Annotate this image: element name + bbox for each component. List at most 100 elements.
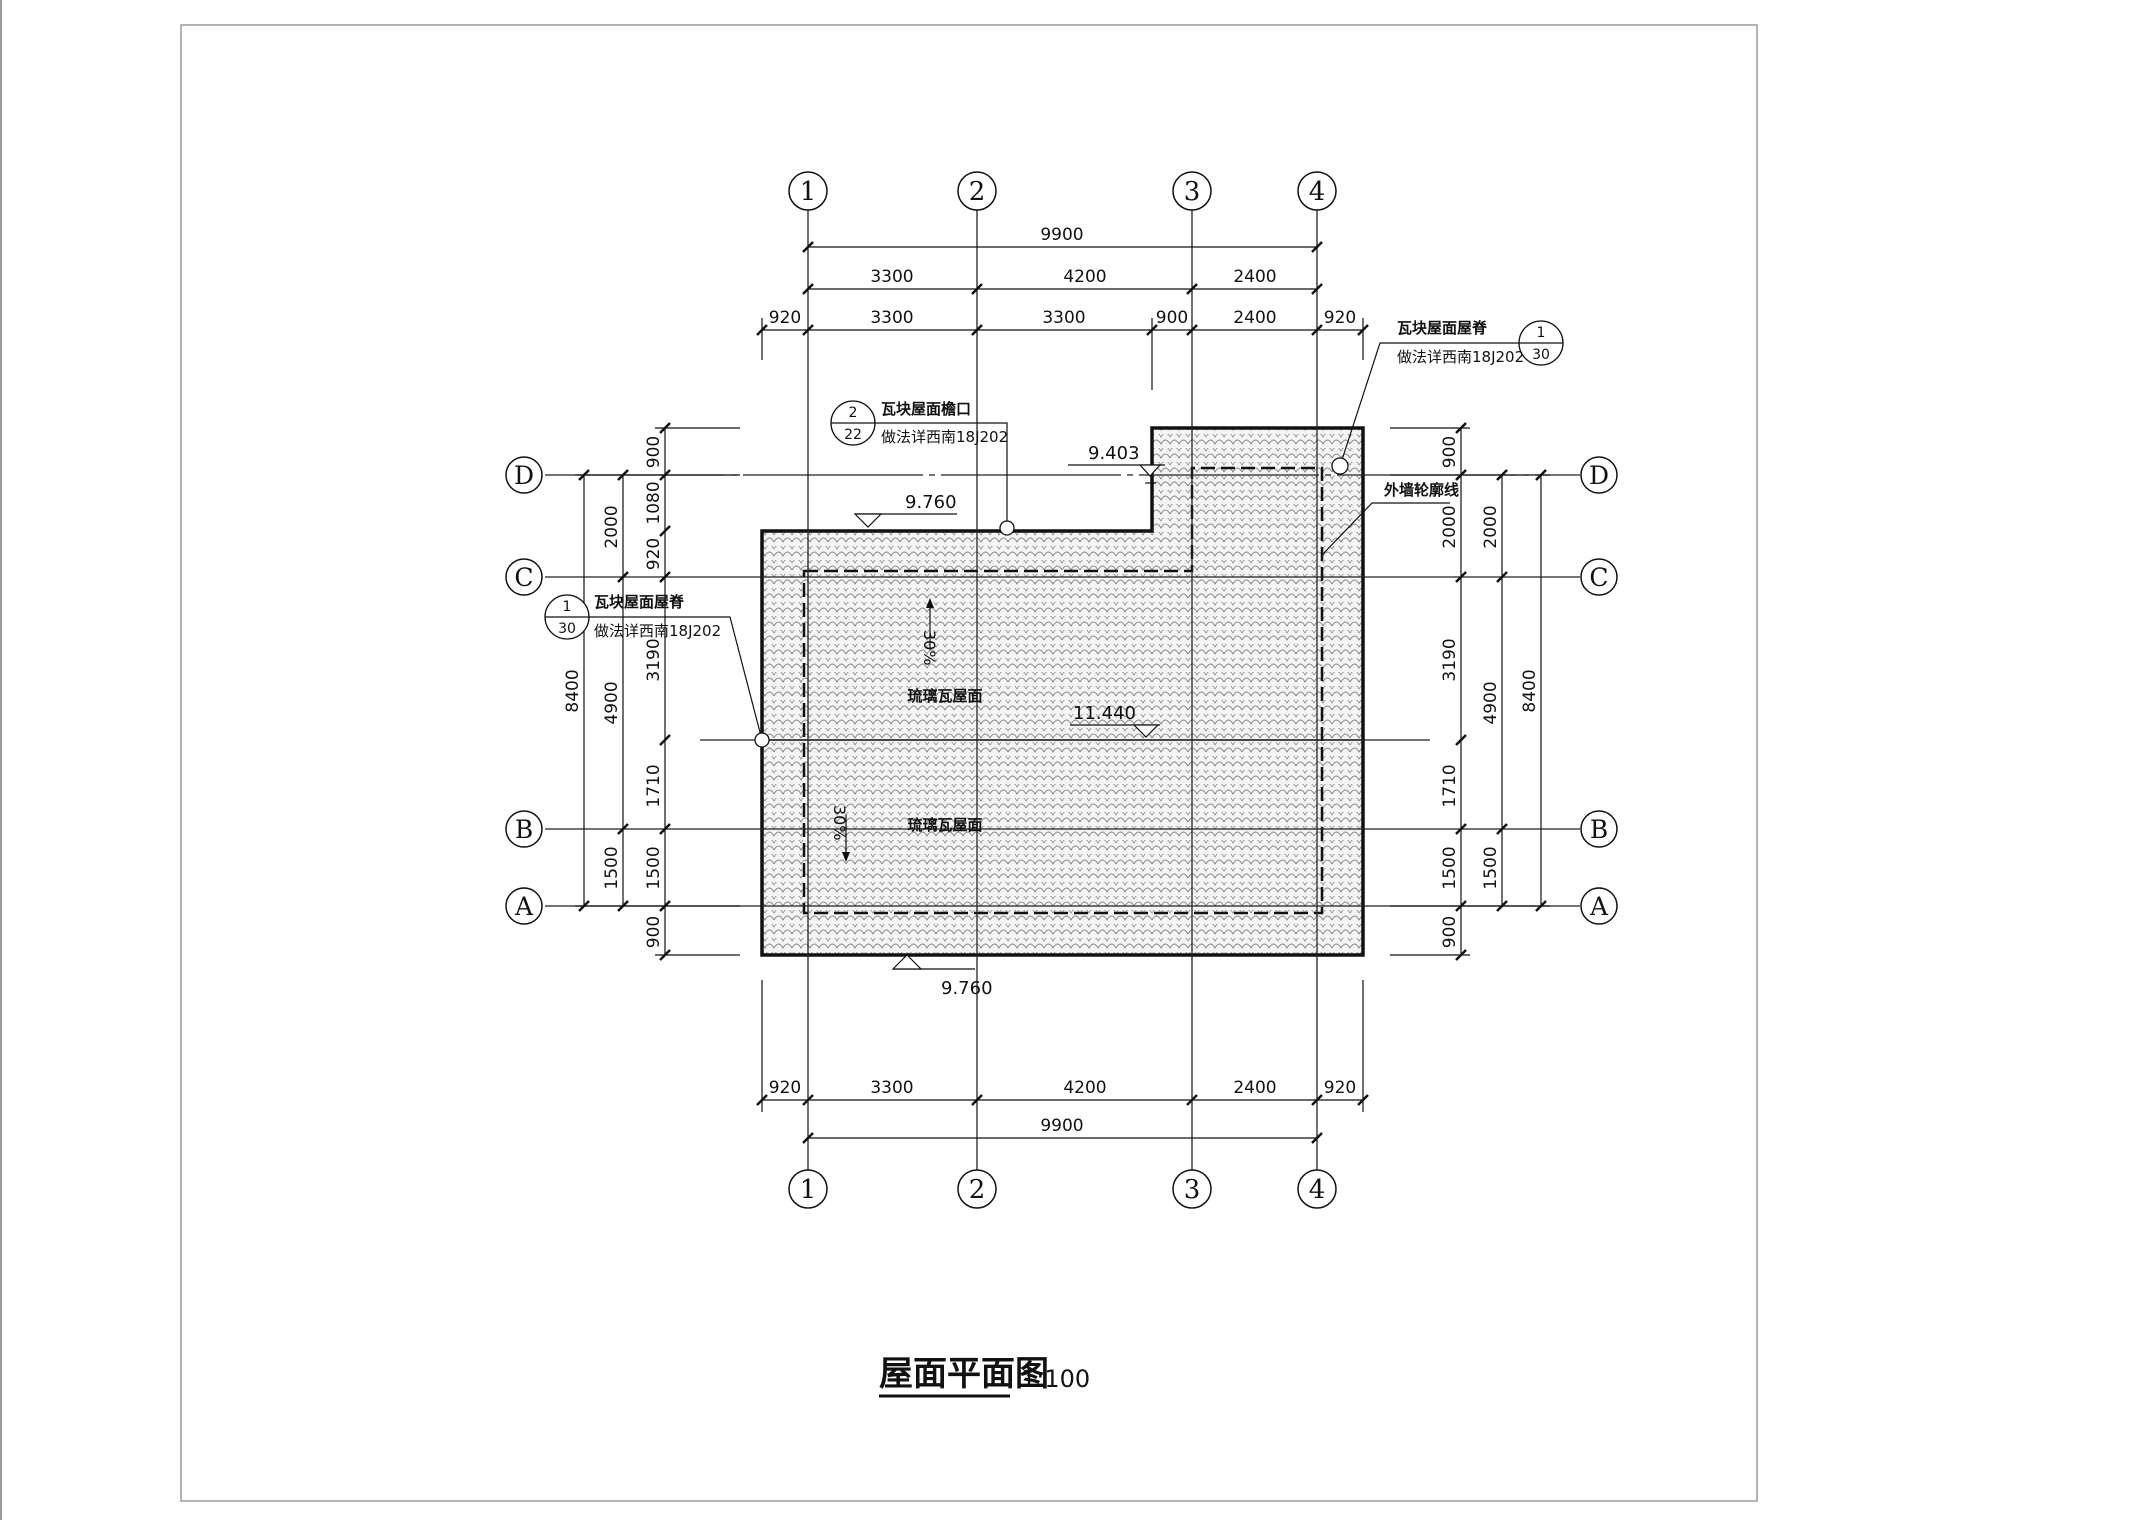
dim-left-axis-1: 2000: [602, 505, 622, 548]
roof-tile-area: [760, 426, 1365, 957]
axis-label-C-right: C: [1589, 563, 1608, 592]
axis-label-3-bottom: 3: [1184, 1175, 1201, 1205]
elevation-9403: 9.403: [1068, 443, 1165, 484]
callout-eave-sheet: 22: [844, 427, 862, 443]
callout-wall-outline: 外墙轮廓线: [1321, 481, 1459, 556]
callout-ridge-left-line1: 瓦块屋面屋脊: [594, 593, 685, 611]
dim-right-axis-3: 1500: [1481, 846, 1501, 889]
dim-right-detail-4: 1710: [1440, 764, 1460, 807]
elevation-text-9760-top: 9.760: [905, 492, 957, 513]
dim-left-detail-6: 1500: [644, 846, 664, 889]
dim-right-axis-1: 2000: [1481, 505, 1501, 548]
axis-bubbles-left: D C B A: [505, 456, 543, 925]
elevation-text-9403: 9.403: [1088, 443, 1140, 464]
elevation-text-11440: 11.440: [1073, 703, 1136, 724]
elevation-9760-bottom: 9.760: [891, 954, 993, 999]
dim-right-detail-5: 1500: [1440, 846, 1460, 889]
callout-ridge-right-line2: 做法详西南18J202: [1397, 348, 1524, 366]
right-dimension-lines: [1390, 422, 1550, 961]
slope-arrowhead-lower: [842, 852, 850, 862]
axis-label-D: D: [514, 461, 534, 490]
dim-top-row2-2: 4200: [1063, 267, 1106, 287]
slope-arrowhead-upper: [926, 598, 934, 608]
axis-label-2: 2: [969, 177, 986, 207]
dim-top-row3-3: 3300: [1042, 308, 1085, 328]
bottom-dimension-texts: 920 3300 4200 2400 920 9900: [769, 1078, 1356, 1136]
elevation-text-9760-bottom: 9.760: [941, 978, 993, 999]
callout-ridge-left: 1 30 瓦块屋面屋脊 做法详西南18J202: [544, 593, 770, 748]
dim-left-axis-3: 1500: [602, 846, 622, 889]
callout-ridge-right: 1 30 瓦块屋面屋脊 做法详西南18J202: [1331, 319, 1564, 475]
dim-bottom-2: 3300: [870, 1078, 913, 1098]
top-dimension-lines: [756, 241, 1369, 390]
bottom-dimension-lines: [756, 980, 1369, 1144]
axis-label-4-bottom: 4: [1309, 1175, 1326, 1205]
dim-left-detail-2: 1080: [644, 481, 664, 524]
axis-label-3: 3: [1184, 177, 1201, 207]
dim-left-overall: 8400: [563, 669, 583, 712]
axis-bubbles-right: D C B A: [1580, 456, 1618, 925]
dim-left-detail-3: 920: [644, 538, 664, 570]
dim-bottom-3: 4200: [1063, 1078, 1106, 1098]
dim-left-axis-2: 4900: [602, 681, 622, 724]
axis-label-1: 1: [800, 177, 817, 207]
axis-label-2-bottom: 2: [969, 1175, 986, 1205]
dim-top-row3-6: 920: [1324, 308, 1356, 328]
dim-top-overall: 9900: [1040, 225, 1083, 245]
dim-right-overall: 8400: [1520, 669, 1540, 712]
dim-left-detail-1: 900: [644, 436, 664, 468]
dim-left-detail-4: 3190: [644, 638, 664, 681]
dim-bottom-4: 2400: [1233, 1078, 1276, 1098]
dim-top-row2-3: 2400: [1233, 267, 1276, 287]
dim-right-axis-2: 4900: [1481, 681, 1501, 724]
roof-label-lower: 琉璃瓦屋面: [907, 816, 982, 834]
left-dimension-texts: 8400 2000 4900 1500 900 1080 920 3190 17…: [563, 436, 664, 948]
right-dimension-texts: 900 2000 3190 1710 1500 900 2000 4900 15…: [1440, 436, 1540, 948]
roof-labels: 琉璃瓦屋面 琉璃瓦屋面 30% 30%: [830, 598, 983, 862]
top-dimension-texts: 9900 3300 4200 2400 920 3300 3300 900 24…: [769, 225, 1356, 328]
axis-label-1-bottom: 1: [800, 1175, 817, 1205]
dim-top-row2-1: 3300: [870, 267, 913, 287]
axis-label-B-right: B: [1590, 815, 1608, 844]
axis-bubbles-top: 1 2 3 4: [788, 171, 1337, 211]
dim-right-detail-3: 3190: [1440, 638, 1460, 681]
callout-eave: 2 22 瓦块屋面檐口 做法详西南18J202: [830, 400, 1015, 536]
axis-label-4: 4: [1309, 177, 1326, 207]
vertical-grid-lines: [807, 210, 1318, 1170]
dim-top-row3-1: 920: [769, 308, 801, 328]
dim-top-row3-5: 2400: [1233, 308, 1276, 328]
axis-label-D-right: D: [1589, 461, 1609, 490]
axis-label-C: C: [514, 563, 533, 592]
dim-right-detail-6: 900: [1440, 916, 1460, 948]
axis-label-B: B: [515, 815, 533, 844]
callout-ridge-left-line2: 做法详西南18J202: [594, 622, 721, 640]
callout-wall-outline-text: 外墙轮廓线: [1383, 481, 1459, 499]
axis-label-A: A: [514, 892, 534, 921]
roof-label-upper: 琉璃瓦屋面: [907, 687, 982, 705]
dim-top-row3-4: 900: [1156, 308, 1188, 328]
dim-bottom-overall: 9900: [1040, 1116, 1083, 1136]
callout-ridge-right-sheet: 30: [1532, 347, 1550, 363]
left-dimension-lines: [575, 422, 740, 961]
dim-right-detail-1: 900: [1440, 436, 1460, 468]
dim-top-row3-2: 3300: [870, 308, 913, 328]
callout-eave-line2: 做法详西南18J202: [881, 428, 1008, 446]
elevation-11440: 11.440: [1070, 703, 1160, 738]
sheet-frame: [180, 24, 1758, 1502]
drawing-title: 屋面平面图 1:100: [879, 1354, 1090, 1398]
callout-eave-num: 2: [849, 405, 858, 421]
dim-left-detail-7: 900: [644, 916, 664, 948]
dim-right-detail-2: 2000: [1440, 505, 1460, 548]
callout-ridge-left-num: 1: [563, 599, 572, 615]
dim-left-detail-5: 1710: [644, 764, 664, 807]
dim-bottom-5: 920: [1324, 1078, 1356, 1098]
callout-eave-line1: 瓦块屋面檐口: [881, 400, 971, 418]
axis-bubbles-bottom: 1 2 3 4: [788, 1169, 1337, 1209]
drawing-title-scale: 1:100: [1021, 1365, 1090, 1393]
callout-ridge-left-sheet: 30: [558, 621, 576, 637]
dim-bottom-1: 920: [769, 1078, 801, 1098]
slope-text-lower: 30%: [830, 805, 849, 841]
drawing-title-name: 屋面平面图: [879, 1354, 1049, 1394]
elevation-9760-top: 9.760: [853, 492, 957, 528]
